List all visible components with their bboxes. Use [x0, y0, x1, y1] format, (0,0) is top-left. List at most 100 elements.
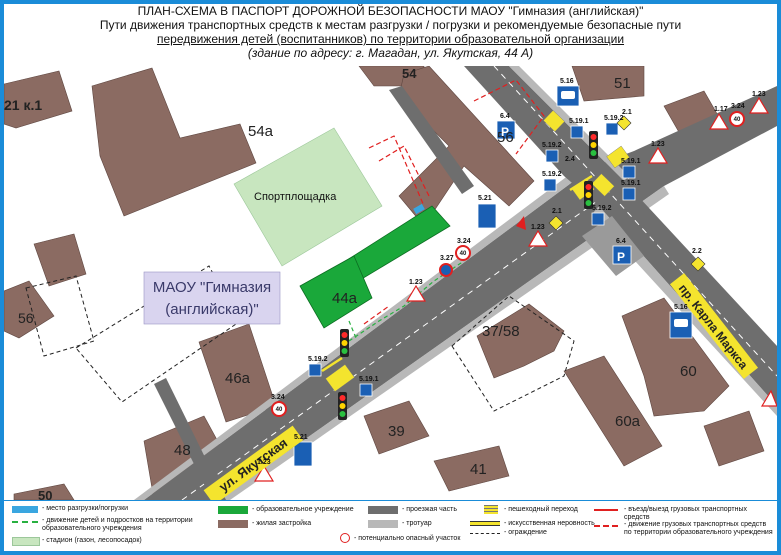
marksa-centerline: [493, 66, 777, 377]
label-sportsground: Спортплощадка: [254, 191, 337, 203]
sign-521-b: [293, 441, 313, 467]
unload-place: [413, 203, 425, 215]
legend: - место разгрузки/погрузки - движение де…: [4, 501, 777, 551]
crosswalk-5: [543, 110, 565, 132]
title-line-2: Пути движения транспортных средств к мес…: [99, 18, 682, 32]
children-route-1: [348, 260, 465, 342]
label-51: 51: [614, 75, 631, 92]
building-50: [13, 483, 75, 500]
main-road-sign-1: [616, 115, 632, 131]
legend-truck-entry: - въезд/выезд грузовых транспортных сред…: [624, 506, 748, 521]
code-324-b: 3.24: [457, 238, 471, 245]
warning-children-sign-1: [405, 284, 427, 302]
speed-limit-sign-2: [271, 401, 287, 417]
road-karla-marksa: [464, 66, 777, 406]
code-516-b: 5.16: [674, 304, 688, 311]
road-service-top: [389, 86, 474, 194]
building-3758: [476, 303, 565, 379]
legend-swatch-fence: [470, 533, 500, 534]
speed-40-a: 40: [460, 251, 467, 257]
street-label-karla-marksa-bg: [669, 273, 759, 379]
code-5192-e: 5.19.2: [592, 205, 612, 212]
label-41: 41: [470, 461, 487, 478]
legend-roadway: - проезжая часть: [402, 506, 458, 513]
no-stop-sign: [439, 263, 453, 277]
code-123-a: 1.23: [409, 279, 423, 286]
code-5192-d: 5.19.2: [542, 171, 562, 178]
label-3758: 37/58: [482, 323, 520, 340]
crossing-sign-b: [359, 383, 373, 397]
title-line-4: (здание по адресу: г. Магадан, ул. Якутс…: [247, 46, 534, 60]
warning-children-sign-3: [527, 229, 549, 247]
sidewalk-yakutskaya-upper: [134, 160, 594, 500]
crossing-sign-i: [591, 212, 605, 226]
traffic-light-4: [584, 181, 593, 209]
truck-route-yard: [368, 135, 425, 207]
crossing-sign-a: [308, 363, 322, 377]
code-117: 1.17: [714, 106, 728, 113]
code-5192-b: 5.19.2: [604, 115, 624, 122]
legend-swatch-bump: [470, 521, 500, 526]
warning-children-sign-4: [647, 146, 669, 164]
traffic-light-3: [589, 131, 598, 159]
code-5191-c: 5.19.1: [621, 158, 641, 165]
legend-sidewalk: - тротуар: [402, 520, 432, 527]
label-54a: 54а: [248, 123, 274, 140]
legend-swatch-danger: [340, 533, 350, 543]
speed-bump-2: [569, 174, 593, 192]
legend-swatch-children: [12, 521, 38, 523]
legend-swatch-edu: [218, 506, 248, 514]
legend-swatch-housing: [218, 520, 248, 528]
label-39: 39: [388, 423, 405, 440]
parking-letter-1: P: [501, 125, 509, 139]
crosswalk-1: [325, 364, 355, 392]
crossing-sign-g: [622, 187, 636, 201]
parking-sign-1: [496, 120, 516, 140]
legend-swatch-unload: [12, 506, 38, 513]
school-label-line2: (английская)": [165, 301, 258, 318]
code-5192-c: 5.19.2: [542, 142, 562, 149]
label-60a: 60а: [615, 413, 641, 430]
legend-housing: - жилая застройка: [252, 520, 312, 527]
code-5191-b: 5.19.1: [569, 118, 589, 125]
building-right-2: [703, 410, 765, 467]
truck-route-street: [363, 305, 390, 325]
building-60: [621, 297, 730, 417]
warning-children-sign-2: [253, 464, 275, 482]
warning-sign-117: [708, 112, 730, 130]
legend-unload: - место разгрузки/погрузки: [42, 505, 129, 512]
warning-children-sign-5: [748, 96, 770, 114]
code-516-a: 5.16: [560, 78, 574, 85]
fence-3758: [451, 295, 575, 412]
code-324-a: 3.24: [731, 103, 745, 110]
parking-letter-2: P: [617, 250, 625, 264]
speed-40-b: 40: [276, 407, 283, 413]
label-56: 56: [497, 129, 514, 146]
legend-children-path: - движение детей и подростков на террито…: [42, 517, 193, 532]
code-521-a: 5.21: [478, 195, 492, 202]
label-54: 54: [402, 66, 417, 81]
building-21k1: [4, 70, 73, 129]
code-123-e: 1.23: [752, 91, 766, 98]
sidewalk-yakutskaya-lower: [219, 186, 669, 500]
speed-40-c: 40: [734, 117, 741, 123]
legend-swatch-roadway: [368, 506, 398, 514]
building-56-left: [4, 280, 55, 339]
speed-limit-sign-1: [455, 245, 471, 261]
label-48: 48: [174, 442, 191, 459]
code-521-b: 5.21: [294, 434, 308, 441]
road-centerline: [181, 177, 630, 500]
legend-swatch-sidewalk: [368, 520, 398, 528]
school-label-line1: МАОУ "Гимназия: [153, 279, 271, 296]
truck-route-in: [473, 79, 545, 155]
label-21k1: 21 к.1: [4, 97, 42, 113]
crossing-sign-e: [605, 122, 619, 136]
legend-fence: - ограждение: [504, 529, 547, 536]
main-road-sign-2: [548, 215, 564, 231]
truck-route-yard-2: [378, 145, 430, 197]
code-123-c: 1.23: [531, 224, 545, 231]
code-324-c: 3.24: [271, 394, 285, 401]
crosswalk-4: [606, 145, 630, 169]
warning-children-sign-6: [760, 389, 777, 407]
code-327: 3.27: [440, 255, 454, 262]
